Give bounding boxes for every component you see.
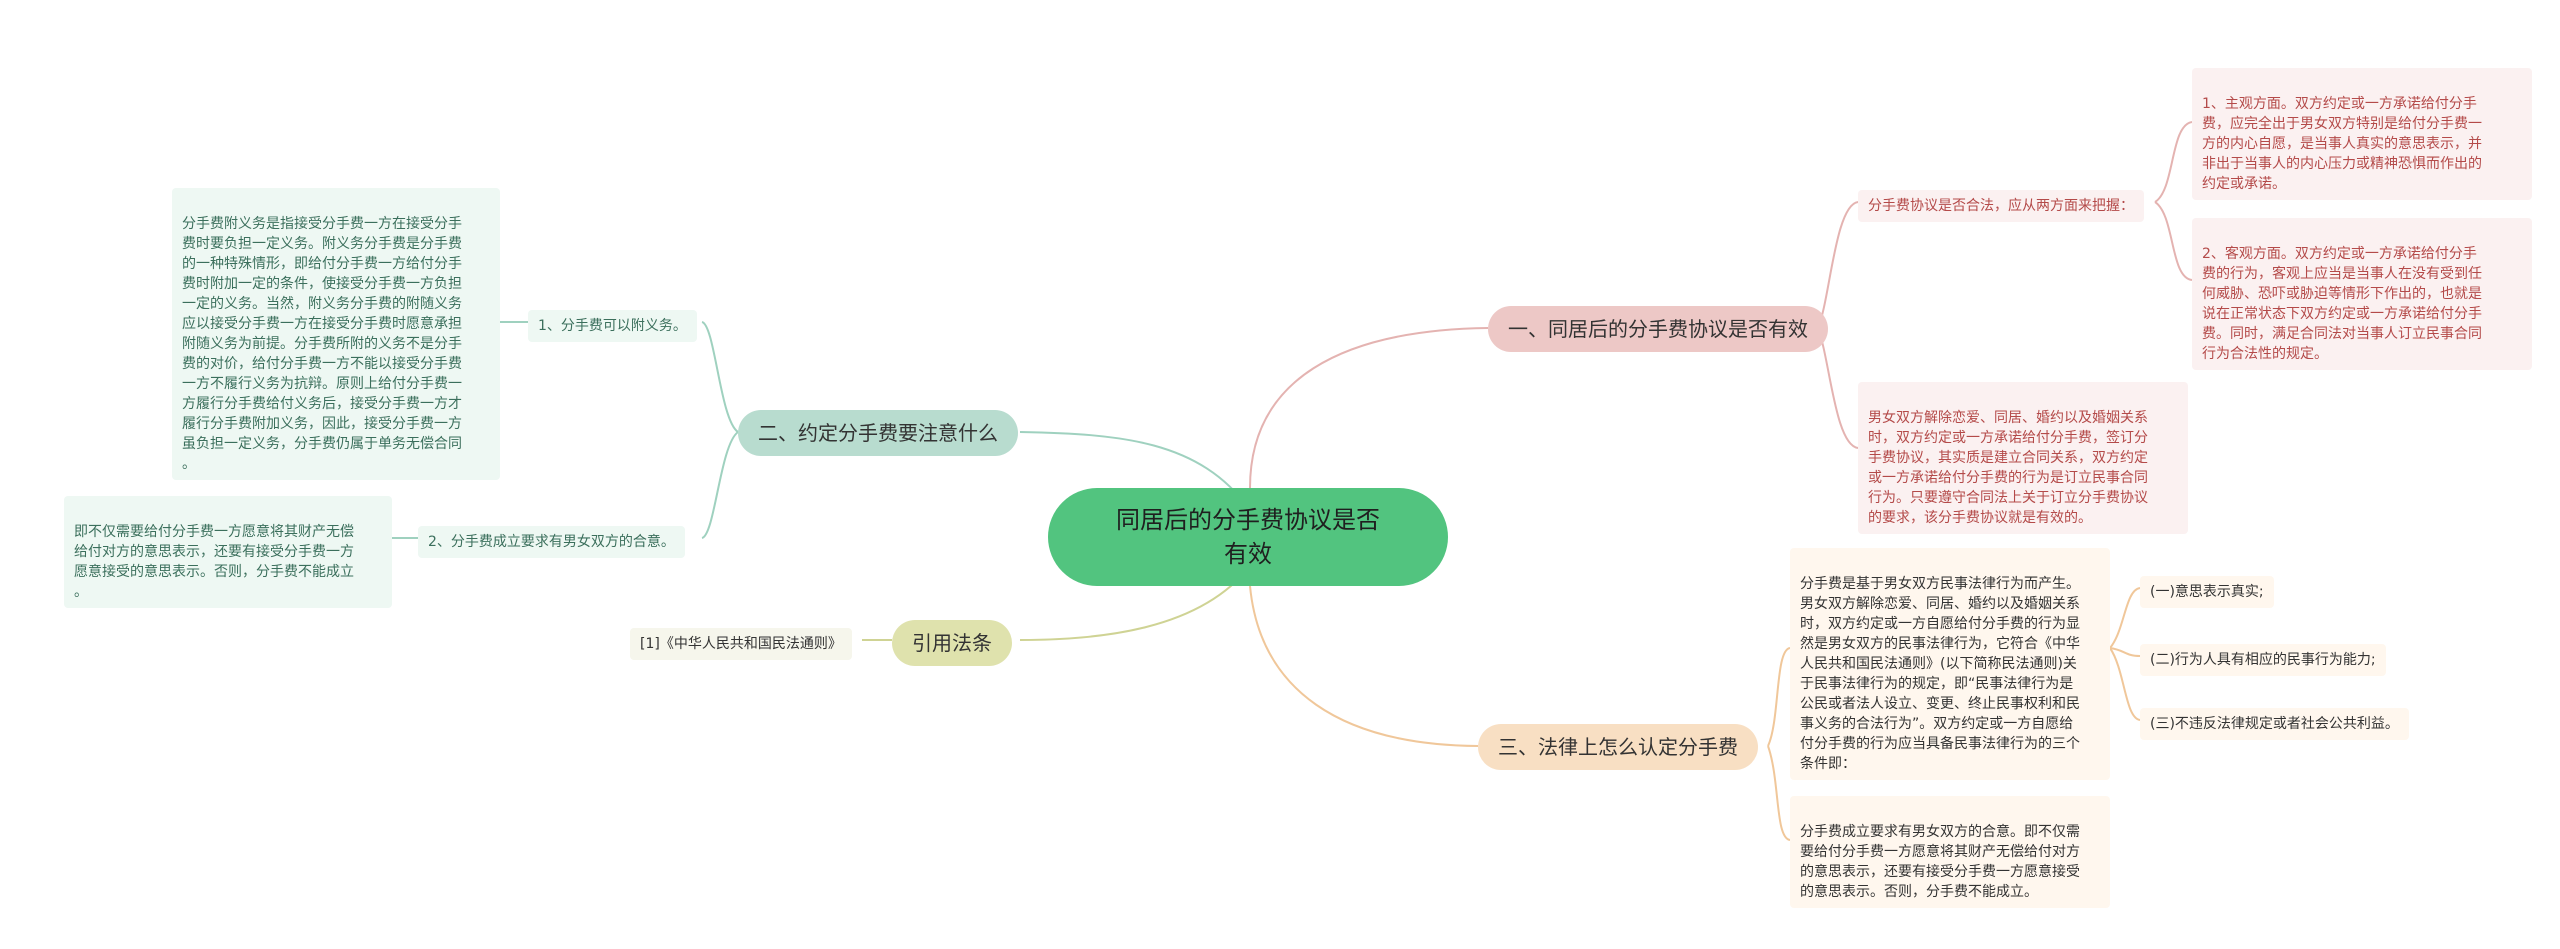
note-obligation[interactable]: 1、分手费可以附义务。 bbox=[528, 310, 697, 342]
consensus-requirement[interactable]: 分手费成立要求有男女双方的合意。即不仅需 要给付分手费一方愿意将其财产无偿给付对… bbox=[1790, 796, 2110, 908]
link-root-b3 bbox=[1019, 565, 1251, 641]
legal-basis-detail-text: 分手费是基于男女双方民事法律行为而产生。 男女双方解除恋爱、同居、婚约以及婚姻关… bbox=[1800, 576, 2080, 772]
condition-2-text: (二)行为人具有相应的民事行为能力; bbox=[2150, 652, 2376, 668]
citation-item[interactable]: [1]《中华人民共和国民法通则》 bbox=[630, 628, 852, 660]
link-d1-c2 bbox=[2109, 647, 2141, 657]
condition-3-text: (三)不违反法律规定或者社会公共利益。 bbox=[2150, 716, 2399, 732]
link-root-b4 bbox=[1249, 585, 1479, 747]
link-b4-d1 bbox=[1767, 647, 1791, 747]
subjective-aspect[interactable]: 1、主观方面。双方约定或一方承诺给付分手 费，应完全出于男女双方特别是给付分手费… bbox=[2192, 68, 2532, 200]
validity-question-text: 分手费协议是否合法，应从两方面来把握： bbox=[1868, 198, 2134, 214]
topic-legal-recognition-label: 三、法律上怎么认定分手费 bbox=[1498, 735, 1738, 759]
note-consensus-detail[interactable]: 即不仅需要给付分手费一方愿意将其财产无偿 给付对方的意思表示，还要有接受分手费一… bbox=[64, 496, 392, 608]
topic-agreement-notes-label: 二、约定分手费要注意什么 bbox=[758, 421, 998, 445]
citation-item-text: [1]《中华人民共和国民法通则》 bbox=[640, 636, 842, 652]
link-b4-d2 bbox=[1767, 745, 1791, 841]
link-b2-i2 bbox=[701, 431, 739, 539]
link-b1-conc bbox=[1817, 327, 1859, 449]
topic-citations-label: 引用法条 bbox=[912, 631, 992, 655]
topic-validity-label: 一、同居后的分手费协议是否有效 bbox=[1508, 317, 1808, 341]
root-topic[interactable]: 同居后的分手费协议是否 有效 bbox=[1048, 488, 1448, 586]
link-d1-c1 bbox=[2109, 587, 2141, 649]
subjective-aspect-text: 1、主观方面。双方约定或一方承诺给付分手 费，应完全出于男女双方特别是给付分手费… bbox=[2202, 96, 2482, 192]
condition-3[interactable]: (三)不违反法律规定或者社会公共利益。 bbox=[2140, 708, 2409, 740]
consensus-requirement-text: 分手费成立要求有男女双方的合意。即不仅需 要给付分手费一方愿意将其财产无偿给付对… bbox=[1800, 824, 2080, 900]
topic-validity[interactable]: 一、同居后的分手费协议是否有效 bbox=[1488, 306, 1828, 352]
link-root-b2 bbox=[1019, 431, 1251, 511]
objective-aspect[interactable]: 2、客观方面。双方约定或一方承诺给付分手 费的行为，客观上应当是当事人在没有受到… bbox=[2192, 218, 2532, 370]
link-d1-c3 bbox=[2109, 647, 2141, 721]
validity-question[interactable]: 分手费协议是否合法，应从两方面来把握： bbox=[1858, 190, 2144, 222]
link-b1-q bbox=[1817, 201, 1859, 329]
condition-1[interactable]: (一)意思表示真实; bbox=[2140, 576, 2274, 608]
topic-agreement-notes[interactable]: 二、约定分手费要注意什么 bbox=[738, 410, 1018, 456]
link-b2-i1 bbox=[701, 321, 739, 433]
note-obligation-detail[interactable]: 分手费附义务是指接受分手费一方在接受分手 费时要负担一定义务。附义务分手费是分手… bbox=[172, 188, 500, 480]
legal-basis-detail[interactable]: 分手费是基于男女双方民事法律行为而产生。 男女双方解除恋爱、同居、婚约以及婚姻关… bbox=[1790, 548, 2110, 780]
condition-1-text: (一)意思表示真实; bbox=[2150, 584, 2264, 600]
link-q-p2 bbox=[2154, 201, 2193, 281]
link-root-b1 bbox=[1249, 327, 1489, 489]
note-obligation-detail-text: 分手费附义务是指接受分手费一方在接受分手 费时要负担一定义务。附义务分手费是分手… bbox=[182, 216, 462, 472]
root-topic-label: 同居后的分手费协议是否 有效 bbox=[1116, 506, 1380, 568]
link-q-p1 bbox=[2154, 121, 2193, 203]
note-consensus-text: 2、分手费成立要求有男女双方的合意。 bbox=[428, 534, 675, 550]
objective-aspect-text: 2、客观方面。双方约定或一方承诺给付分手 费的行为，客观上应当是当事人在没有受到… bbox=[2202, 246, 2482, 362]
note-consensus-detail-text: 即不仅需要给付分手费一方愿意将其财产无偿 给付对方的意思表示，还要有接受分手费一… bbox=[74, 524, 354, 600]
note-consensus[interactable]: 2、分手费成立要求有男女双方的合意。 bbox=[418, 526, 685, 558]
note-obligation-text: 1、分手费可以附义务。 bbox=[538, 318, 687, 334]
condition-2[interactable]: (二)行为人具有相应的民事行为能力; bbox=[2140, 644, 2386, 676]
topic-citations[interactable]: 引用法条 bbox=[892, 620, 1012, 666]
validity-conclusion[interactable]: 男女双方解除恋爱、同居、婚约以及婚姻关系 时，双方约定或一方承诺给付分手费，签订… bbox=[1858, 382, 2188, 534]
validity-conclusion-text: 男女双方解除恋爱、同居、婚约以及婚姻关系 时，双方约定或一方承诺给付分手费，签订… bbox=[1868, 410, 2148, 526]
topic-legal-recognition[interactable]: 三、法律上怎么认定分手费 bbox=[1478, 724, 1758, 770]
